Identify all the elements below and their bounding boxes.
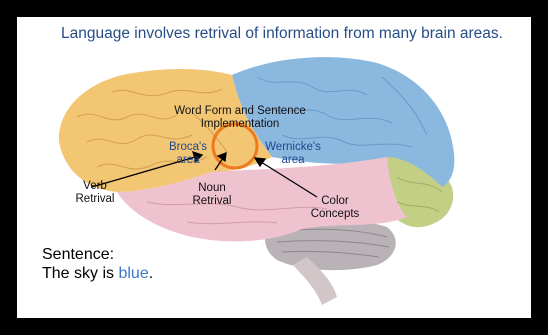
sentence-prefix: The sky is [42, 265, 118, 282]
label-word-form: Word Form and Sentence Implementation [165, 105, 315, 130]
example-sentence: Sentence: The sky is blue. [42, 245, 153, 283]
sentence-suffix: . [149, 265, 153, 282]
diagram-panel: Language involves retrival of informatio… [15, 15, 533, 320]
label-verb-retrival: Verb Retrival [73, 180, 117, 205]
sentence-highlight: blue [118, 265, 148, 282]
label-color-concepts: Color Concepts [305, 195, 365, 220]
diagram-title: Language involves retrival of informatio… [47, 25, 517, 42]
sentence-heading: Sentence: [42, 245, 153, 264]
label-brocas-area: Broca's area [167, 141, 209, 166]
label-wernickes-area: Wernicke's area [265, 141, 321, 166]
label-noun-retrival: Noun Retrival [187, 182, 237, 207]
sentence-line: The sky is blue. [42, 264, 153, 283]
